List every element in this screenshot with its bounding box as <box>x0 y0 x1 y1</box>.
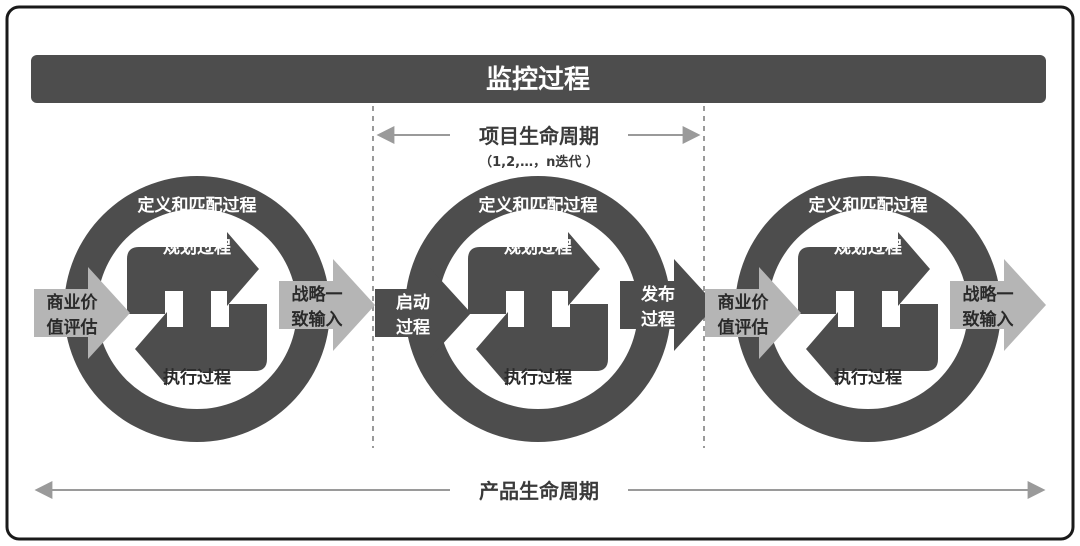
left-input-arrow <box>34 267 130 359</box>
right-output-arrow-text-line2: 过程 <box>641 310 675 330</box>
left-input-arrow-text-line1: 启动 <box>396 292 430 313</box>
outer-ring-label: 定义和匹配过程 <box>479 195 598 216</box>
plan-loop-arrow <box>127 232 259 314</box>
exec-process-label: 执行过程 <box>504 367 572 388</box>
right-output-arrow <box>279 259 375 351</box>
left-input-arrow-text-line2: 过程 <box>396 318 430 338</box>
loop-link <box>524 291 552 327</box>
plan-process-label: 规划过程 <box>504 237 572 258</box>
loop-link <box>854 291 882 327</box>
left-input-arrow-text-line1: 商业价 <box>47 292 99 313</box>
plan-process-label: 规划过程 <box>163 237 231 258</box>
project-lifecycle-sublabel: （1,2,…，n迭代 ） <box>479 154 599 170</box>
right-output-arrow-text-line2: 致输入 <box>963 309 1014 330</box>
right-output-arrow-text-line1: 战略一 <box>292 284 343 305</box>
outer-ring-label: 定义和匹配过程 <box>809 195 928 216</box>
exec-loop-arrow <box>806 304 938 386</box>
product-lifecycle-label: 产品生命周期 <box>479 479 599 503</box>
banner-title: 监控过程 <box>486 65 590 95</box>
plan-process-label: 规划过程 <box>834 237 902 258</box>
outer-ring-label: 定义和匹配过程 <box>138 195 257 216</box>
right-output-arrow-text-line2: 致输入 <box>292 309 343 330</box>
left-input-arrow-text-line1: 商业价 <box>718 292 770 313</box>
loop-link <box>183 291 211 327</box>
right-output-arrow-text-line1: 战略一 <box>963 284 1014 305</box>
right-output-arrow <box>620 259 716 351</box>
plan-loop-arrow <box>468 232 600 314</box>
project-lifecycle-label: 项目生命周期 <box>479 124 599 148</box>
left-input-arrow-text-line2: 值评估 <box>718 317 769 338</box>
left-input-arrow <box>375 267 471 359</box>
right-output-arrow <box>950 259 1046 351</box>
left-input-arrow-text-line2: 值评估 <box>47 317 98 338</box>
left-input-arrow <box>705 267 801 359</box>
exec-loop-arrow <box>476 304 608 386</box>
cycles-group: 定义和匹配过程规划过程执行过程商业价值评估战略一致输入定义和匹配过程规划过程执行… <box>34 176 1046 442</box>
monitoring-banner <box>31 55 1046 103</box>
plan-loop-arrow <box>798 232 930 314</box>
right-output-arrow-text-line1: 发布 <box>640 284 675 305</box>
exec-process-label: 执行过程 <box>834 367 902 388</box>
exec-loop-arrow <box>135 304 267 386</box>
exec-process-label: 执行过程 <box>163 367 231 388</box>
